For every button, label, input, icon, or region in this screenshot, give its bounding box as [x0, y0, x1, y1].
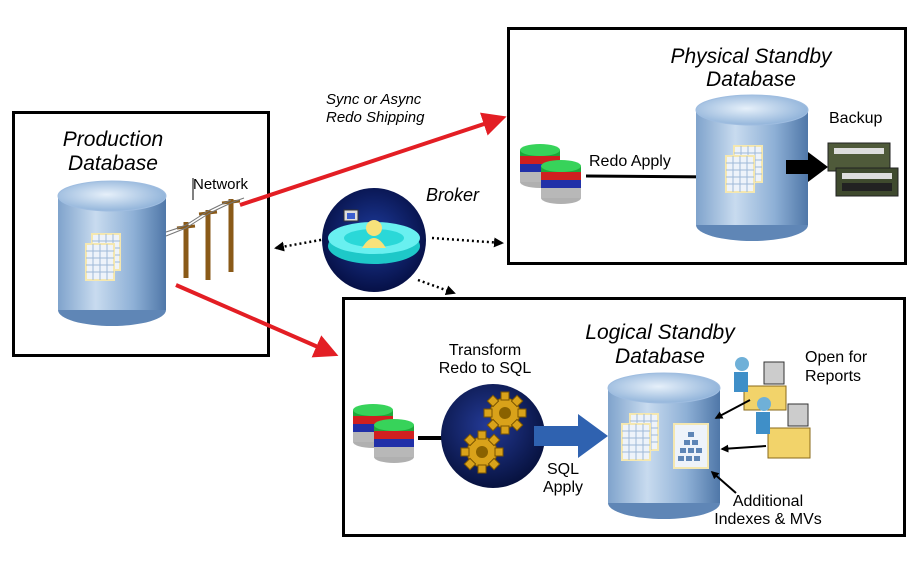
reports-label-line2: Reports — [805, 368, 862, 385]
indexes-label-line1: Additional — [732, 493, 804, 510]
reports-label-line1: Open for — [805, 349, 868, 366]
physical-redo-disk-front — [541, 160, 581, 204]
backup-tapes-icon — [827, 142, 899, 197]
indexes-arrow — [710, 470, 737, 494]
physical-backup-arrow — [786, 152, 828, 182]
production-database-icon — [57, 180, 167, 326]
redo-shipping-arrow-logical — [175, 283, 339, 358]
logical-title-line2: Database — [615, 345, 705, 368]
broker-label: Broker — [426, 185, 480, 205]
shipping-label-line2: Redo Shipping — [326, 109, 425, 126]
transform-gears-icon — [441, 384, 545, 488]
sql-apply-arrow — [534, 414, 608, 458]
transform-label-line1: Transform — [448, 342, 522, 359]
broker-to-logical-arrow — [417, 278, 456, 295]
report-users-icon — [734, 357, 811, 459]
physical-title-line2: Database — [706, 68, 796, 91]
logical-standby-database-icon — [607, 372, 721, 519]
redo-shipping-arrow-physical — [239, 112, 507, 207]
production-title-line2: Database — [68, 152, 158, 175]
broker-to-physical-arrow — [431, 236, 504, 248]
transform-label-line2: Redo to SQL — [438, 360, 532, 377]
physical-title-line1: Physical Standby — [670, 45, 832, 68]
backup-label: Backup — [829, 110, 883, 127]
logical-redo-disk-front — [374, 419, 414, 463]
broker-icon — [322, 188, 426, 292]
network-label: Network — [193, 176, 249, 193]
reports-arrow-2 — [720, 444, 767, 453]
sql-apply-label-line1: SQL — [546, 461, 579, 478]
shipping-label-line1: Sync or Async — [326, 91, 422, 108]
physical-redo-apply-label: Redo Apply — [589, 153, 671, 170]
production-title-line1: Production — [62, 128, 164, 151]
broker-to-production-arrow — [274, 237, 327, 252]
logical-title-line1: Logical Standby — [585, 321, 735, 344]
network-poles-icon — [165, 197, 245, 280]
indexes-label-line2: Indexes & MVs — [714, 511, 822, 528]
reports-arrow-1 — [714, 399, 751, 419]
sql-apply-label-line2: Apply — [542, 479, 584, 496]
